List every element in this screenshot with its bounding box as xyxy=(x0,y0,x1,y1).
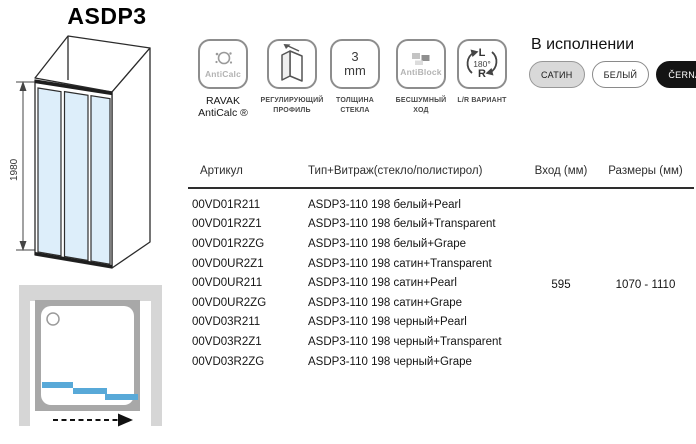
thickness-value: 3 xyxy=(351,49,359,65)
article-cell: 00VD01R2Z1 xyxy=(192,218,262,231)
door-top-view-diagram xyxy=(19,285,162,427)
table-row: 00VD0UR2Z1 ASDP3-110 198 сатин+Transpare… xyxy=(188,254,694,274)
type-cell: ASDP3-110 198 черный+Pearl xyxy=(308,316,467,329)
article-cell: 00VD03R211 xyxy=(192,316,261,329)
table-row: 00VD0UR2ZG ASDP3-110 198 сатин+Grape xyxy=(188,293,694,313)
bottom-rail xyxy=(34,252,113,268)
table-row: 00VD03R2Z1 ASDP3-110 198 черный+Transpar… xyxy=(188,332,694,352)
finish-option-white[interactable]: БЕЛЫЙ xyxy=(591,61,650,88)
top-rail xyxy=(34,79,113,96)
lr-left-label: L xyxy=(478,46,486,59)
article-cell: 00VD0UR2Z1 xyxy=(192,257,264,270)
slide-direction-arrow xyxy=(53,413,133,427)
sliding-panels-plan xyxy=(42,382,138,400)
feature-label-line: РЕГУЛИРУЮЩИЙ xyxy=(260,97,324,104)
article-cell: 00VD0UR2ZG xyxy=(192,296,267,309)
adjustable-profile-icon xyxy=(267,39,317,89)
table-row: 00VD01R211 ASDP3-110 198 белый+Pearl xyxy=(188,195,694,215)
table-body: 00VD01R211 ASDP3-110 198 белый+Pearl 00V… xyxy=(188,195,694,371)
size-range-value: 1070 - 1110 xyxy=(615,279,676,291)
header-type: Тип+Витраж(стекло/полистирол) xyxy=(308,165,483,177)
type-cell: ASDP3-110 198 белый+Transparent xyxy=(308,218,496,231)
type-cell: ASDP3-110 198 белый+Pearl xyxy=(308,198,461,211)
door-isometric-drawing: 1980 xyxy=(9,35,151,269)
glass-panels xyxy=(37,87,111,265)
finish-options: САТИН БЕЛЫЙ ČERNÁ xyxy=(529,61,696,88)
rotation-arrows-glyph xyxy=(466,49,498,76)
type-cell: ASDP3-110 198 черный+Transparent xyxy=(308,335,502,348)
type-cell: ASDP3-110 198 сатин+Transparent xyxy=(308,257,492,270)
header-article: Артикул xyxy=(200,165,243,177)
feature-label-line: БЕСШУМНЫЙ xyxy=(395,97,447,104)
antiblock-icon: AntiBlock xyxy=(396,39,446,89)
type-cell: ASDP3-110 198 белый+Grape xyxy=(308,237,467,250)
page-title: ASDP3 xyxy=(67,3,147,29)
lr-variant-icon: L 180° R xyxy=(457,39,507,89)
table-row: 00VD03R211 ASDP3-110 198 черный+Pearl xyxy=(188,313,694,333)
article-cell: 00VD01R211 xyxy=(192,198,261,211)
feature-label-line: СТЕКЛА xyxy=(340,106,370,114)
table-header: Артикул Тип+Витраж(стекло/полистирол) Вх… xyxy=(188,165,694,189)
thickness-unit: mm xyxy=(344,63,366,78)
antiblock-wordmark: AntiBlock xyxy=(400,66,442,77)
type-cell: ASDP3-110 198 сатин+Grape xyxy=(308,296,463,309)
feature-label-line: ПРОФИЛЬ xyxy=(273,106,311,114)
glass-thickness-icon: 3 mm xyxy=(330,39,380,89)
header-entry: Вход (мм) xyxy=(534,165,588,177)
drain-icon xyxy=(46,312,60,326)
folding-panel-glyph xyxy=(281,44,303,82)
feature-adjustable-profile: РЕГУЛИРУЮЩИЙ ПРОФИЛЬ xyxy=(255,39,329,116)
finish-option-black[interactable]: ČERNÁ xyxy=(656,61,696,88)
finishes-heading: В исполнении xyxy=(531,36,635,53)
finish-option-satin[interactable]: САТИН xyxy=(529,61,585,88)
product-table: Артикул Тип+Витраж(стекло/полистирол) Вх… xyxy=(188,165,694,371)
article-cell: 00VD03R2Z1 xyxy=(192,335,262,348)
table-row: 00VD0UR211 ASDP3-110 198 сатин+Pearl xyxy=(188,273,694,293)
feature-label-line: ХОД xyxy=(413,106,429,114)
table-row: 00VD01R2Z1 ASDP3-110 198 белый+Transpare… xyxy=(188,215,694,235)
table-row: 00VD03R2ZG ASDP3-110 198 черный+Grape xyxy=(188,352,694,372)
feature-glass-thickness: 3 mm ТОЛЩИНА СТЕКЛА xyxy=(318,39,392,116)
anticalc-wordmark: AntiCalc xyxy=(204,68,242,79)
droplet-splash-glyph xyxy=(215,51,233,64)
lr-right-label: R xyxy=(478,68,486,81)
feature-lr-variant: L 180° R L/R ВАРИАНТ xyxy=(445,39,519,106)
anticalc-icon: AntiCalc xyxy=(198,39,248,89)
feature-antiblock: AntiBlock БЕСШУМНЫЙ ХОД xyxy=(384,39,458,116)
lr-degrees: 180° xyxy=(473,58,491,69)
type-cell: ASDP3-110 198 черный+Grape xyxy=(308,355,472,368)
feature-label-line: ТОЛЩИНА xyxy=(336,97,374,104)
shower-tray xyxy=(41,306,134,405)
feature-anticalc: AntiCalc RAVAK AntiCalc ® xyxy=(186,39,260,120)
article-cell: 00VD0UR211 xyxy=(192,277,263,290)
blocks-glyph xyxy=(412,52,430,65)
type-cell: ASDP3-110 198 сатин+Pearl xyxy=(308,277,457,290)
feature-label-line: AntiCalc ® xyxy=(198,106,248,119)
article-cell: 00VD01R2ZG xyxy=(192,237,265,250)
height-dimension-label: 1980 xyxy=(9,158,20,181)
feature-label-line: RAVAK xyxy=(205,95,241,107)
walls xyxy=(19,285,162,426)
article-cell: 00VD03R2ZG xyxy=(192,355,265,368)
feature-label-line: L/R ВАРИАНТ xyxy=(457,97,507,104)
table-row: 00VD01R2ZG ASDP3-110 198 белый+Grape xyxy=(188,234,694,254)
entry-width-value: 595 xyxy=(551,279,571,291)
dimension-1980: 1980 xyxy=(9,81,38,251)
header-sizes: Размеры (мм) xyxy=(608,165,683,177)
